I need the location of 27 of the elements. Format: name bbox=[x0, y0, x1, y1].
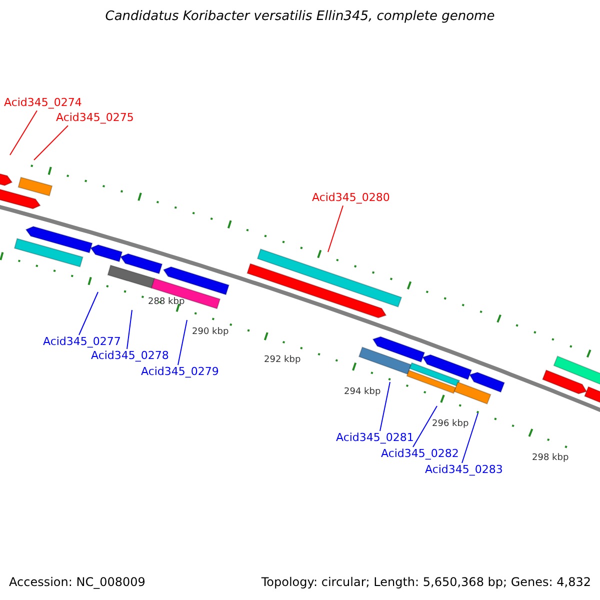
gene-label: Acid345_0277 bbox=[43, 336, 121, 349]
gene-label: Acid345_0274 bbox=[4, 97, 82, 110]
gene-label: Acid345_0280 bbox=[312, 192, 390, 205]
gene-label: Acid345_0279 bbox=[141, 366, 219, 379]
leader-line bbox=[78, 292, 98, 336]
scale-label: 292 kbp bbox=[264, 355, 301, 366]
gene-label: Acid345_0278 bbox=[91, 350, 169, 363]
gene-label: Acid345_0282 bbox=[381, 448, 459, 461]
gene-label: Acid345_0281 bbox=[336, 432, 414, 445]
leader-line bbox=[328, 205, 344, 252]
accession-text: Accession: NC_008009 bbox=[9, 576, 146, 590]
leader-line bbox=[126, 310, 132, 350]
gene-label: Acid345_0283 bbox=[425, 464, 503, 477]
leader-line bbox=[178, 320, 188, 366]
scale-label: 298 kbp bbox=[532, 453, 569, 464]
scale-label: 290 kbp bbox=[192, 327, 229, 338]
leader-line bbox=[10, 110, 38, 156]
leader-line bbox=[462, 412, 478, 464]
leader-line bbox=[412, 406, 438, 448]
leader-line bbox=[34, 125, 68, 160]
scale-label: 294 kbp bbox=[344, 387, 381, 398]
scale-label: 288 kbp bbox=[148, 297, 185, 308]
gene-label: Acid345_0275 bbox=[56, 112, 134, 125]
diagram-title: Candidatus Koribacter versatilis Ellin345, complete genome bbox=[104, 10, 496, 25]
leader-line bbox=[380, 382, 390, 432]
genome-summary-text: Topology: circular; Length: 5,650,368 bp; Genes: 4,832 bbox=[261, 576, 591, 590]
scale-label: 296 kbp bbox=[432, 419, 469, 430]
